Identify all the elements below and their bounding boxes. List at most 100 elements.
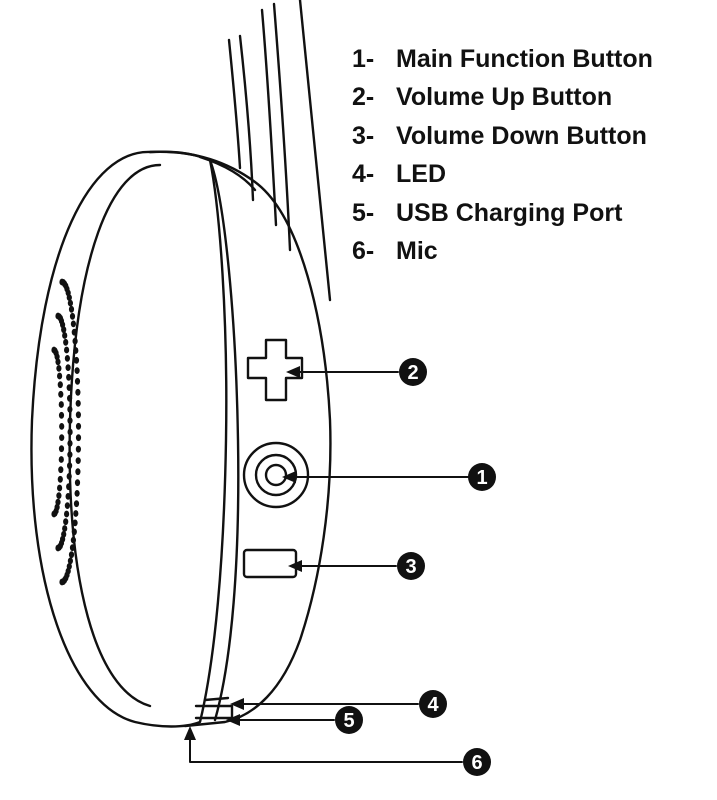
legend-item-volume-down: 3-Volume Down Button xyxy=(352,117,653,156)
grille-dot xyxy=(57,484,63,492)
leader-lines xyxy=(189,371,469,763)
grille-dot xyxy=(62,332,68,339)
grille-dot xyxy=(71,328,77,336)
grille-dot xyxy=(59,578,65,586)
volume-up-button[interactable] xyxy=(246,338,304,402)
speaker-grille xyxy=(51,278,82,586)
grille-dot xyxy=(73,356,80,364)
grille-dot xyxy=(55,498,61,506)
grille-dot xyxy=(64,510,70,518)
callout-1: 1 xyxy=(468,463,496,491)
grille-dot xyxy=(67,440,73,447)
ear-cup-housing xyxy=(148,150,332,728)
callout-6: 6 xyxy=(463,748,491,776)
grille-dot xyxy=(75,445,81,453)
callout-5: 5 xyxy=(335,706,363,734)
grille-dot xyxy=(71,528,77,536)
svg-text:3: 3 xyxy=(405,556,416,578)
housing-edge xyxy=(208,158,240,722)
main-function-button[interactable] xyxy=(242,441,310,509)
grille-dot xyxy=(73,510,79,517)
grille-dot xyxy=(58,401,64,408)
grille-dot xyxy=(67,428,73,436)
grille-dot xyxy=(59,423,65,430)
grille-dot xyxy=(67,451,73,458)
grille-dot xyxy=(65,493,71,500)
volume-down-button[interactable] xyxy=(242,548,298,579)
grille-dot xyxy=(69,544,76,552)
grille-dot xyxy=(64,346,70,354)
legend-item-main-function: 1- Main Function Button xyxy=(352,40,653,79)
grille-dot xyxy=(64,355,70,362)
grille-dot xyxy=(64,502,70,509)
grille-dot xyxy=(58,456,64,463)
grille-dot xyxy=(56,492,62,499)
grille-dot xyxy=(51,510,57,518)
grille-dot xyxy=(74,377,81,385)
parts-legend: 1- Main Function Button 2- Volume Up Butto… xyxy=(352,40,653,271)
grille-dot xyxy=(58,445,65,453)
grille-dot xyxy=(66,384,72,391)
legend-label: Volume Up Button xyxy=(396,83,613,112)
legend-item-led: 4- LED xyxy=(352,156,653,195)
callout-4: 4 xyxy=(419,690,447,718)
legend-label: Main Function Button xyxy=(396,44,653,73)
grille-dot xyxy=(63,518,69,526)
grille-dot xyxy=(74,479,81,487)
svg-text:4: 4 xyxy=(427,694,439,716)
grille-dot xyxy=(67,394,73,402)
grille-dot xyxy=(66,483,72,491)
grille-dot xyxy=(72,519,78,527)
grille-dot xyxy=(55,358,61,366)
grille-dot xyxy=(66,373,72,381)
grille-dot xyxy=(57,381,63,389)
grille-dot xyxy=(63,338,69,346)
legend-item-mic: 6-Mic xyxy=(352,233,653,272)
grille-dot xyxy=(72,337,78,345)
grille-dot xyxy=(54,353,60,361)
grille-dot xyxy=(67,406,73,413)
callout-3: 3 xyxy=(397,552,425,580)
svg-text:2: 2 xyxy=(407,362,418,384)
grille-dot xyxy=(69,312,76,320)
grille-dot xyxy=(55,544,61,552)
grille-dot xyxy=(75,422,82,430)
grille-dot xyxy=(58,411,65,419)
led-indicator xyxy=(203,696,230,702)
grille-dot xyxy=(70,320,76,328)
grille-dot xyxy=(67,557,73,565)
grille-dot xyxy=(75,388,81,396)
grille-dot xyxy=(62,525,68,532)
grille-dot xyxy=(68,551,75,559)
grille-dot xyxy=(67,417,73,424)
svg-text:5: 5 xyxy=(343,710,354,732)
legend-number: 2- xyxy=(352,83,375,112)
legend-label: LED xyxy=(396,160,446,189)
grille-dot xyxy=(67,462,73,470)
legend-number: 6- xyxy=(352,237,375,266)
grille-dot xyxy=(75,457,81,464)
ear-pad xyxy=(30,150,228,728)
usb-charging-port xyxy=(194,704,234,720)
grille-dot xyxy=(58,466,64,474)
grille-dot xyxy=(66,294,72,301)
svg-text:1: 1 xyxy=(476,467,487,489)
grille-dot xyxy=(70,536,76,544)
arrowheads xyxy=(184,366,302,740)
grille-dot xyxy=(59,434,65,441)
grille-dot xyxy=(67,299,73,307)
grille-dot xyxy=(65,364,71,371)
grille-dot xyxy=(75,400,81,407)
svg-text:6: 6 xyxy=(471,752,482,774)
legend-label: USB Charging Port xyxy=(396,198,623,227)
headband xyxy=(227,0,332,302)
legend-number: 4- xyxy=(352,160,375,189)
legend-label: Volume Down Button xyxy=(396,121,647,150)
legend-item-volume-up: 2- Volume Up Button xyxy=(352,79,653,118)
grille-dot xyxy=(66,473,72,480)
grille-dot xyxy=(73,500,80,508)
grille-dot xyxy=(56,365,62,372)
legend-number: 1- xyxy=(352,44,375,73)
grille-dot xyxy=(57,372,63,380)
